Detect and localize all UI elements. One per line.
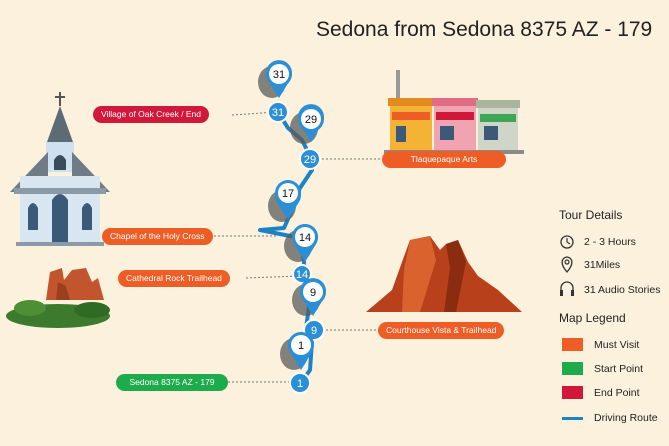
stop-label-courthouse-vista[interactable]: Courthouse Vista & Trailhead — [378, 322, 505, 339]
map-legend-heading: Map Legend — [559, 311, 626, 325]
must-visit-swatch — [562, 338, 583, 351]
legend-driving-route: Driving Route — [594, 412, 658, 424]
end-point-swatch — [562, 386, 583, 399]
driving-route-swatch — [562, 417, 583, 420]
legend-must-visit: Must Visit — [594, 339, 640, 351]
node-31[interactable]: 31 — [267, 101, 289, 123]
mesa-illustration — [366, 236, 522, 312]
red-rock-illustration — [6, 268, 110, 328]
pin-31[interactable]: 31 — [258, 60, 292, 98]
stop-label-cathedral-rock[interactable]: Cathedral Rock Trailhead — [118, 270, 230, 287]
tour-audio-stories: 31 Audio Stories — [584, 284, 661, 296]
pin-29[interactable]: 29 — [290, 104, 324, 144]
tour-duration: 2 - 3 Hours — [584, 236, 636, 248]
start-point-swatch — [562, 362, 583, 375]
svg-text:9: 9 — [310, 287, 316, 299]
stop-label-village-of-oak-creek[interactable]: Village of Oak Creek / End — [93, 106, 210, 123]
pin-1[interactable]: 1 — [280, 332, 315, 370]
pin-9[interactable]: 9 — [292, 278, 326, 316]
svg-text:29: 29 — [304, 154, 316, 166]
svg-text:9: 9 — [311, 325, 317, 337]
svg-text:1: 1 — [297, 378, 303, 390]
svg-text:29: 29 — [305, 114, 317, 126]
stop-label-chapel-holy-cross[interactable]: Chapel of the Holy Cross — [102, 228, 213, 245]
svg-text:17: 17 — [282, 188, 294, 200]
svg-text:14: 14 — [299, 232, 311, 244]
svg-text:31: 31 — [272, 107, 284, 119]
node-1[interactable]: 1 — [289, 372, 311, 394]
pin-17[interactable]: 17 — [268, 180, 301, 222]
page-title: Sedona from Sedona 8375 AZ - 179 — [316, 18, 653, 41]
legend-start-point: Start Point — [594, 363, 644, 375]
node-14[interactable]: 14 — [292, 264, 312, 284]
node-29[interactable]: 29 — [299, 148, 321, 170]
connector-lines — [214, 111, 382, 383]
svg-text:31: 31 — [273, 69, 285, 81]
shops-illustration — [384, 70, 524, 154]
church-illustration — [10, 92, 110, 246]
stop-label-tlaquepaque[interactable]: Tlaquepaque Arts — [382, 151, 506, 168]
stop-label-start[interactable]: Sedona 8375 AZ - 179 — [116, 374, 228, 391]
pin-14[interactable]: 14 — [284, 224, 318, 262]
legend-end-point: End Point — [594, 387, 640, 399]
tour-distance: 31Miles — [584, 259, 621, 271]
tour-details-heading: Tour Details — [559, 208, 623, 222]
svg-text:1: 1 — [298, 340, 304, 352]
svg-text:14: 14 — [296, 269, 308, 281]
